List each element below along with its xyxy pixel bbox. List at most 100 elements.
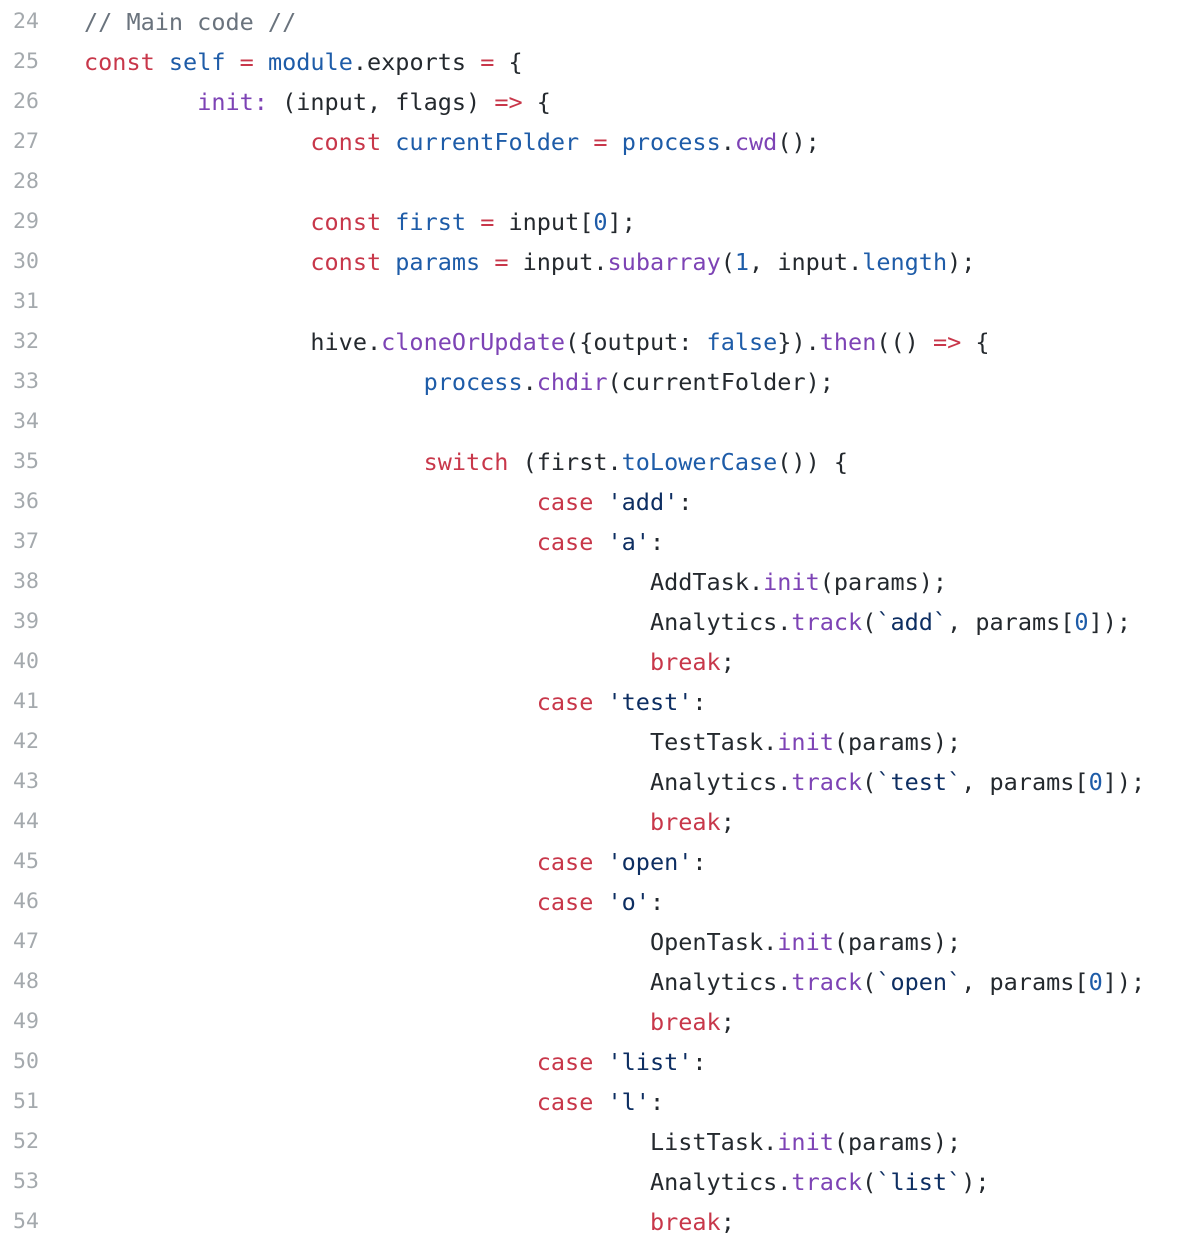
code-token-keyword: => <box>494 88 523 116</box>
line-number: 33 <box>13 369 39 394</box>
code-token-entity: params <box>395 248 481 276</box>
code-text: case 'a': <box>84 522 664 562</box>
code-token-plain: . <box>522 368 537 396</box>
line-number: 27 <box>13 129 39 154</box>
code-token-string: 'a' <box>607 528 650 556</box>
code-token-entity: first <box>395 208 467 236</box>
code-token-entity: currentFolder <box>395 128 580 156</box>
line-number: 52 <box>13 1129 39 1154</box>
line-number: 34 <box>13 409 39 434</box>
code-line: 52 ListTask.init(params); <box>0 1122 1204 1162</box>
code-text: const currentFolder = process.cwd(); <box>84 122 820 162</box>
indent <box>84 928 650 956</box>
code-token-keyword: = <box>593 128 608 156</box>
code-token-plain: { <box>961 328 990 356</box>
code-token-plain: ); <box>961 1168 990 1196</box>
code-token-plain <box>226 48 240 76</box>
code-token-keyword: case <box>536 688 594 716</box>
indent <box>84 888 537 916</box>
code-token-plain: Analytics. <box>649 968 792 996</box>
indent <box>84 768 650 796</box>
code-line: 49 break; <box>0 1002 1204 1042</box>
code-text: // Main code // <box>84 2 296 42</box>
code-token-entity: self <box>168 48 226 76</box>
indent <box>84 608 650 636</box>
code-token-plain: OpenTask. <box>649 928 778 956</box>
code-token-plain: (currentFolder); <box>607 368 834 396</box>
code-text: const first = input[0]; <box>84 202 635 242</box>
code-token-plain: ; <box>720 648 735 676</box>
code-token-plain <box>579 128 593 156</box>
code-text: switch (first.toLowerCase()) { <box>84 442 848 482</box>
code-token-keyword: case <box>536 488 594 516</box>
code-token-keyword: case <box>536 888 594 916</box>
code-token-keyword: switch <box>423 448 509 476</box>
code-token-plain: ; <box>720 1008 735 1036</box>
line-number: 45 <box>13 849 39 874</box>
code-text: break; <box>84 642 735 682</box>
code-token-plain: ]); <box>1088 608 1132 636</box>
code-token-plain: ]); <box>1102 968 1146 996</box>
code-text: Analytics.track(`open`, params[0]); <box>84 962 1145 1002</box>
indent <box>84 328 310 356</box>
code-token-plain: (); <box>777 128 820 156</box>
line-number: 32 <box>13 329 39 354</box>
code-text: case 'list': <box>84 1042 707 1082</box>
code-line: 50 case 'list': <box>0 1042 1204 1082</box>
code-token-function: track <box>791 608 863 636</box>
code-line: 41 case 'test': <box>0 682 1204 722</box>
code-token-plain: Analytics. <box>649 608 792 636</box>
code-token-keyword: break <box>649 1008 721 1036</box>
line-number: 30 <box>13 249 39 274</box>
code-token-plain: : <box>692 848 707 876</box>
line-number: 39 <box>13 609 39 634</box>
code-token-plain <box>381 128 395 156</box>
code-text: AddTask.init(params); <box>84 562 947 602</box>
code-token-plain: (params); <box>819 568 948 596</box>
code-token-string: 'l' <box>607 1088 650 1116</box>
code-token-plain: { <box>522 88 551 116</box>
code-token-entity: module <box>267 48 353 76</box>
code-token-plain: : <box>649 888 665 916</box>
code-line: 24// Main code // <box>0 2 1204 42</box>
code-token-plain <box>593 488 607 516</box>
indent <box>84 808 650 836</box>
code-line: 30 const params = input.subarray(1, inpu… <box>0 242 1204 282</box>
indent <box>84 248 310 276</box>
code-token-plain: ]); <box>1102 768 1146 796</box>
code-token-function: init <box>777 1128 834 1156</box>
code-line: 45 case 'open': <box>0 842 1204 882</box>
code-line: 37 case 'a': <box>0 522 1204 562</box>
line-number: 28 <box>13 169 39 194</box>
code-token-number: 0 <box>1088 968 1103 996</box>
code-token-plain <box>593 688 607 716</box>
code-token-plain: input. <box>508 248 608 276</box>
code-token-plain: : <box>678 488 693 516</box>
code-token-plain: ; <box>720 1208 735 1236</box>
code-text: Analytics.track(`list`); <box>84 1162 990 1202</box>
line-number: 43 <box>13 769 39 794</box>
code-line: 42 TestTask.init(params); <box>0 722 1204 762</box>
code-token-plain <box>593 528 607 556</box>
code-token-plain: : <box>649 1088 665 1116</box>
code-line: 28 <box>0 162 1204 202</box>
code-token-plain: ( <box>862 768 877 796</box>
code-token-function: chdir <box>536 368 608 396</box>
indent <box>84 88 197 116</box>
line-number: 36 <box>13 489 39 514</box>
code-token-keyword: case <box>536 1088 594 1116</box>
code-token-keyword: case <box>536 848 594 876</box>
code-token-plain: ()) { <box>777 448 849 476</box>
code-token-plain <box>381 248 395 276</box>
indent <box>84 1008 650 1036</box>
code-token-plain: Analytics. <box>649 768 792 796</box>
code-token-plain: (params); <box>833 1128 962 1156</box>
indent <box>84 488 537 516</box>
line-number: 37 <box>13 529 39 554</box>
line-number: 25 <box>13 49 39 74</box>
code-token-plain: . <box>720 128 735 156</box>
code-text: case 'l': <box>84 1082 664 1122</box>
code-token-plain: { <box>494 48 523 76</box>
code-token-string: `open` <box>876 968 962 996</box>
